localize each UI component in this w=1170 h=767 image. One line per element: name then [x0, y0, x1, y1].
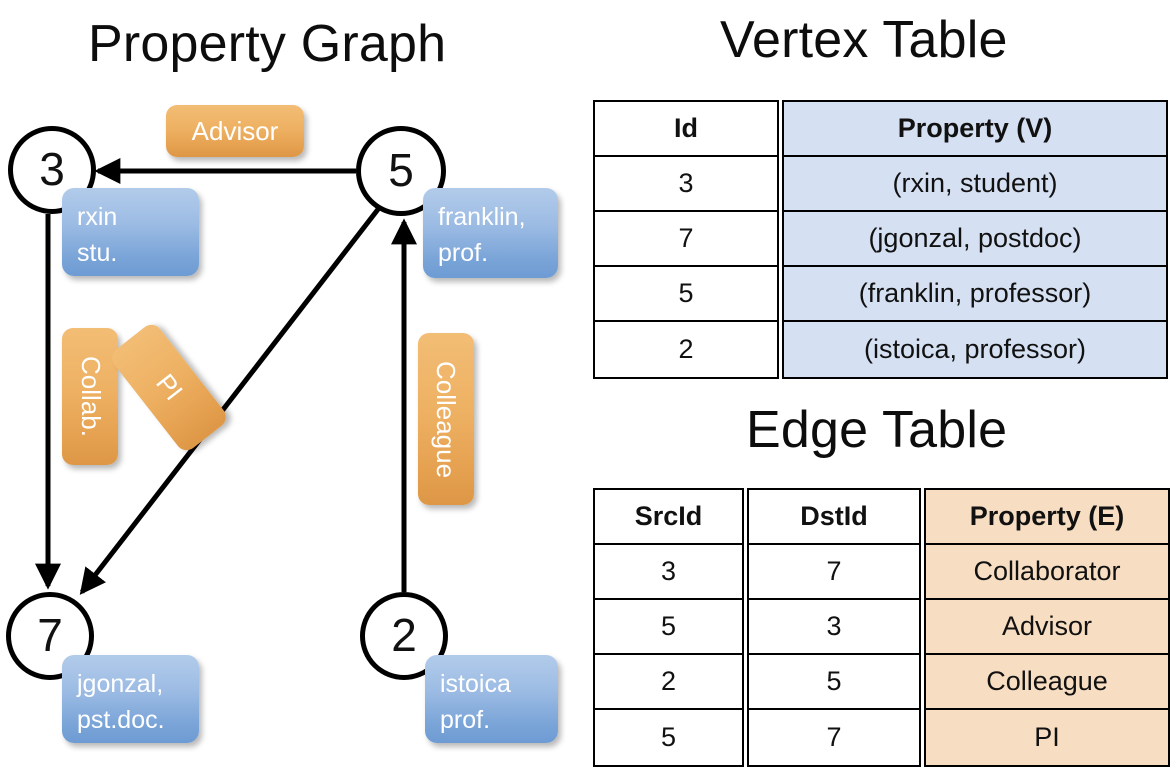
table-row: 5 — [595, 600, 742, 655]
page-title-edge-table: Edge Table — [746, 401, 1008, 459]
graph-node-5[interactable]: 5 — [356, 126, 446, 216]
node-property-box-3[interactable]: rxin stu. — [62, 188, 199, 276]
table-row: 2 — [595, 655, 742, 710]
node-property-7-line1: jgonzal, — [77, 670, 164, 698]
table-row: 5 — [660, 722, 677, 752]
node-property-3-line2: stu. — [77, 238, 118, 267]
node-property-3-line1: rxin — [77, 203, 118, 231]
edge-label-collab-text: Collab. — [75, 356, 106, 437]
page-title-vertex-table: Vertex Table — [720, 11, 1008, 69]
node-property-2-line2: prof. — [440, 705, 491, 734]
edge-table-column-srcid: SrcId 3 5 2 5 — [593, 488, 744, 767]
table-row: 5 — [749, 655, 919, 710]
table-row: (istoica, professor) — [863, 334, 1087, 364]
edge-label-collab[interactable]: Collab. — [62, 328, 118, 465]
node-property-box-7[interactable]: jgonzal, pst.doc. — [62, 655, 199, 743]
table-row: 7 — [749, 545, 919, 600]
table-row: (franklin, professor) — [784, 267, 1166, 322]
node-property-5-line1: franklin, — [438, 203, 526, 231]
table-row: (rxin, student) — [784, 157, 1166, 212]
graph-node-3-label: 3 — [39, 143, 65, 195]
node-property-7-line2: pst.doc. — [77, 705, 165, 734]
graph-node-2[interactable]: 2 — [360, 592, 448, 680]
edge-table-column-property: Property (E) Collaborator Advisor Collea… — [924, 488, 1170, 767]
graph-node-5-label: 5 — [388, 144, 414, 196]
property-graph-diagram: 3 5 7 2 rxin stu. franklin, prof. jgonza… — [0, 0, 585, 760]
node-property-2-line1: istoica — [440, 670, 511, 698]
table-row: (jgonzal, postdoc) — [784, 212, 1166, 267]
node-property-5-line2: prof. — [438, 238, 489, 267]
edge-table-column-dstid: DstId 7 3 5 7 — [747, 488, 921, 767]
node-property-box-5[interactable]: franklin, prof. — [423, 188, 558, 278]
table-row: Advisor — [926, 600, 1168, 655]
edge-table-header-property: Property (E) — [926, 490, 1168, 545]
table-row: Colleague — [926, 655, 1168, 710]
graph-edge-lines — [35, 158, 417, 595]
table-row: 5 — [595, 267, 777, 322]
table-row: 3 — [595, 157, 777, 212]
vertex-table: Id 3 7 5 2 Property (V) (rxin, student) … — [593, 100, 1168, 379]
vertex-table-header-id: Id — [595, 102, 777, 157]
table-row: 7 — [826, 722, 842, 752]
vertex-table-column-property: Property (V) (rxin, student) (jgonzal, p… — [782, 100, 1168, 379]
edge-table: SrcId 3 5 2 5 DstId 7 3 5 7 Property (E)… — [593, 488, 1170, 767]
graph-node-7-label: 7 — [37, 609, 63, 661]
table-row: 3 — [749, 600, 919, 655]
edge-table-header-srcid: SrcId — [595, 490, 742, 545]
edge-label-advisor[interactable]: Advisor — [166, 105, 304, 157]
table-row: Collaborator — [926, 545, 1168, 600]
page-title-property-graph: Property Graph — [88, 15, 447, 73]
node-property-box-2[interactable]: istoica prof. — [425, 655, 558, 743]
edge-label-pi-text: PI — [150, 368, 189, 407]
graph-node-2-label: 2 — [391, 609, 417, 661]
edge-table-header-dstid: DstId — [749, 490, 919, 545]
vertex-table-column-id: Id 3 7 5 2 — [593, 100, 779, 379]
table-row: 3 — [595, 545, 742, 600]
table-row: PI — [1034, 722, 1060, 752]
edge-label-colleague-text: Colleague — [431, 360, 462, 478]
vertex-table-header-property: Property (V) — [784, 102, 1166, 157]
edge-label-colleague[interactable]: Colleague — [418, 333, 474, 505]
table-row: 7 — [595, 212, 777, 267]
table-row: 2 — [678, 334, 694, 364]
edge-label-advisor-text: Advisor — [191, 115, 279, 146]
edge-line-pi — [79, 206, 381, 595]
